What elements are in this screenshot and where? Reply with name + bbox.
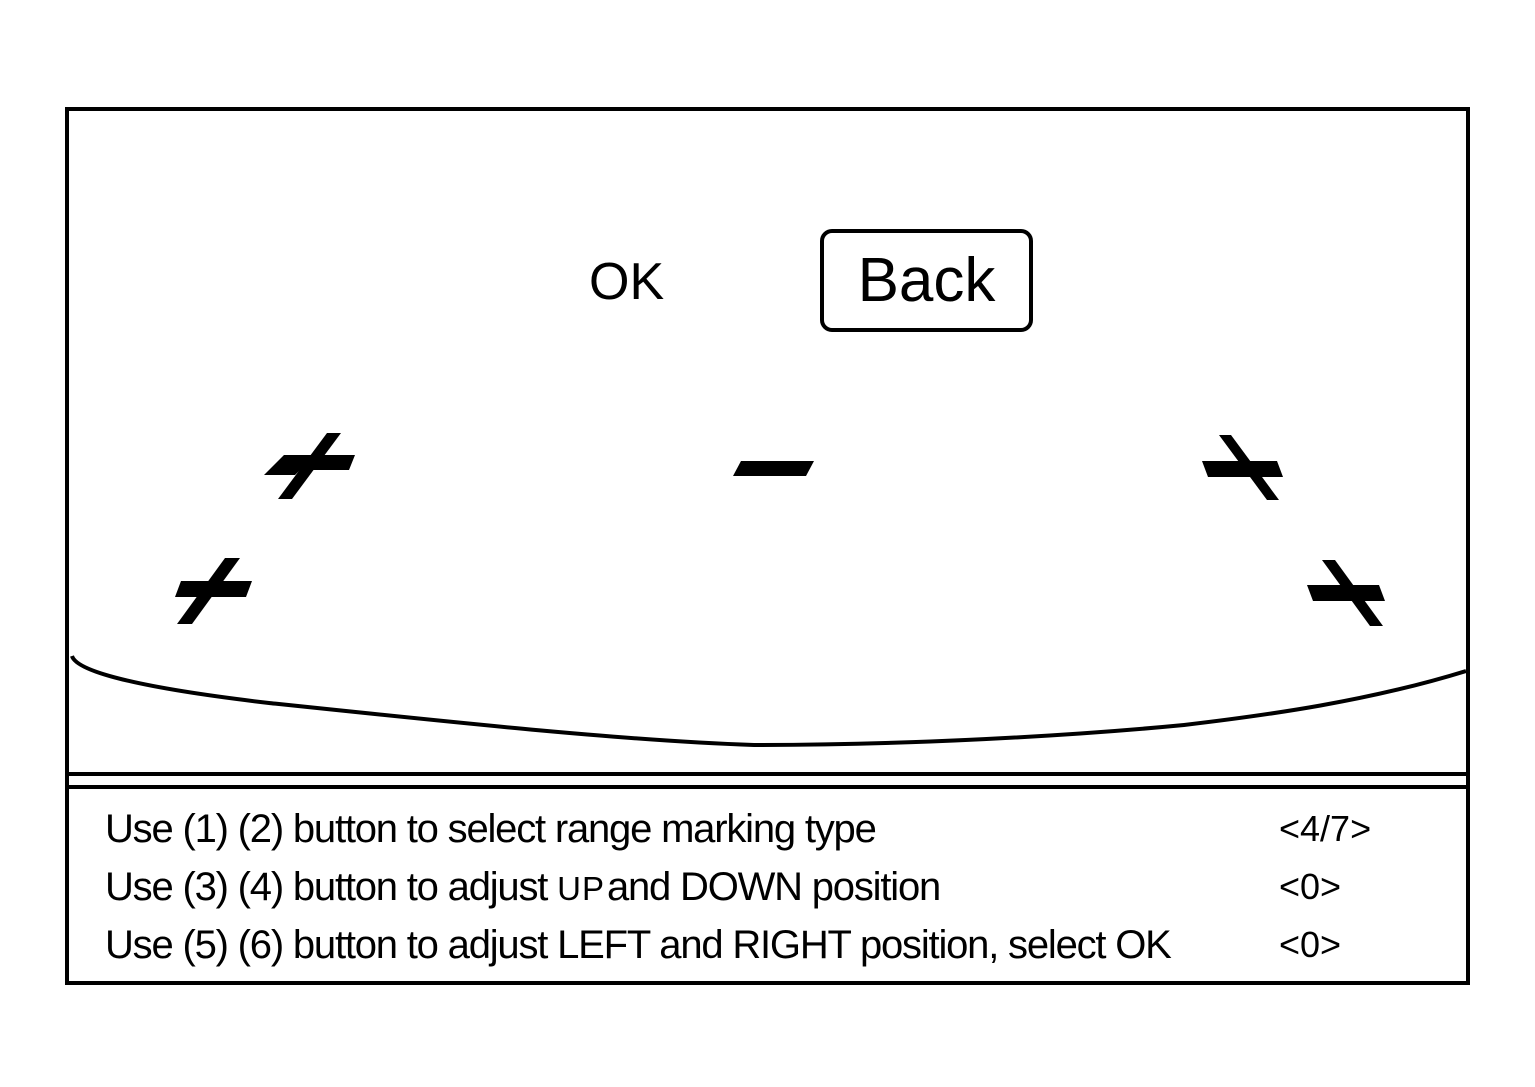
divider-lower xyxy=(69,785,1466,789)
range-marker-right-lower xyxy=(1307,560,1385,626)
bumper-outline xyxy=(70,655,1466,748)
camera-view: OK Back xyxy=(69,111,1466,775)
instruction-panel: Use (1) (2) button to select range marki… xyxy=(69,791,1466,981)
instruction-text-part: Use (5) (6) button to adjust LEFT and RI… xyxy=(105,923,1172,967)
range-marker-center xyxy=(733,461,814,476)
range-marker-left-lower xyxy=(175,558,252,624)
guide-overlay xyxy=(70,433,1466,748)
instruction-text-up: UP xyxy=(557,870,605,907)
instruction-row-left-right: Use (5) (6) button to adjust LEFT and RI… xyxy=(105,919,1435,971)
marking-type-value: <4/7> xyxy=(1279,808,1372,849)
display-screen: OK Back xyxy=(65,107,1470,985)
back-button[interactable]: Back xyxy=(820,229,1033,332)
instruction-text-part: Use (1) (2) button to select range marki… xyxy=(105,807,877,851)
instruction-text: Use (5) (6) button to adjust LEFT and RI… xyxy=(105,919,1172,971)
left-right-value: <0> xyxy=(1279,924,1342,965)
ok-option[interactable]: OK xyxy=(589,253,665,311)
divider-upper xyxy=(69,772,1466,776)
instruction-row-marking-type: Use (1) (2) button to select range marki… xyxy=(105,803,1435,855)
range-marker-right-upper xyxy=(1202,435,1283,500)
up-down-value: <0> xyxy=(1279,866,1342,907)
instruction-text: Use (1) (2) button to select range marki… xyxy=(105,803,877,855)
instruction-text-part: Use (3) (4) button to adjust xyxy=(105,865,558,909)
instruction-text-part: and DOWN position xyxy=(606,865,941,909)
instruction-row-up-down: Use (3) (4) button to adjust UPand DOWN … xyxy=(105,861,1435,913)
range-marker-left-upper xyxy=(264,433,355,499)
instruction-text: Use (3) (4) button to adjust UPand DOWN … xyxy=(105,861,941,915)
